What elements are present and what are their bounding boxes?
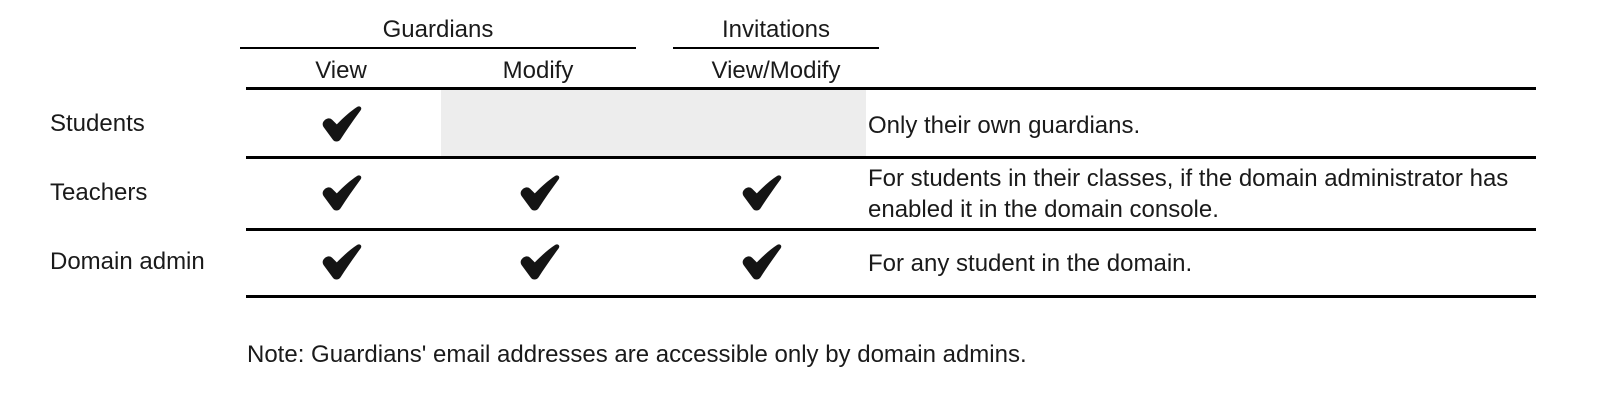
check-icon bbox=[737, 173, 783, 213]
description-teachers: For students in their classes, if the do… bbox=[868, 165, 1509, 223]
description-domain-admin: For any student in the domain. bbox=[868, 250, 1193, 277]
table-rule-header bbox=[246, 87, 1536, 90]
row-label-teachers: Teachers bbox=[50, 179, 148, 206]
check-icon bbox=[317, 104, 363, 144]
column-header-view: View bbox=[315, 57, 367, 84]
check-icon bbox=[515, 242, 561, 282]
column-header-view-modify: View/Modify bbox=[711, 57, 841, 84]
footnote-note: Note: Guardians' email addresses are acc… bbox=[247, 341, 1027, 368]
table-rule-after-students bbox=[246, 156, 1536, 159]
group-header-invitations: Invitations bbox=[721, 16, 831, 43]
check-icon bbox=[515, 173, 561, 213]
cell-students-modify-disabled bbox=[441, 90, 866, 156]
group-rule-invitations bbox=[673, 47, 879, 49]
group-rule-guardians bbox=[240, 47, 636, 49]
column-header-modify: Modify bbox=[502, 57, 574, 84]
check-icon bbox=[737, 242, 783, 282]
check-icon bbox=[317, 173, 363, 213]
row-label-domain-admin: Domain admin bbox=[50, 248, 205, 275]
table-rule-bottom bbox=[246, 295, 1536, 298]
group-header-guardians: Guardians bbox=[382, 16, 494, 43]
check-icon bbox=[317, 242, 363, 282]
description-students: Only their own guardians. bbox=[868, 112, 1141, 139]
row-label-students: Students bbox=[50, 110, 145, 137]
table-rule-after-teachers bbox=[246, 228, 1536, 231]
